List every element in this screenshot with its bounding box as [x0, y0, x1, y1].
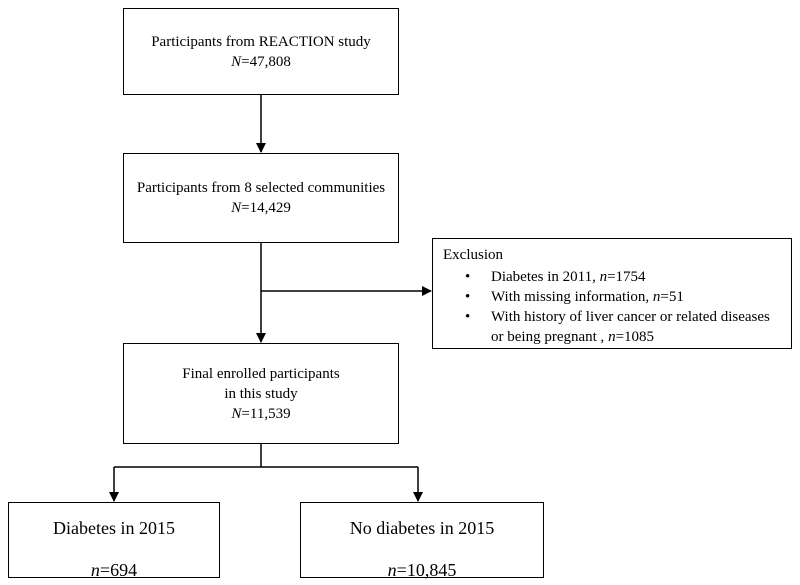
exclusion-item-text: With missing information,	[491, 289, 653, 305]
exclusion-item-n-value: =1085	[615, 329, 655, 345]
exclusion-item-text: With history of liver cancer or related …	[491, 309, 770, 345]
exclusion-item-n-symbol: n	[599, 269, 608, 285]
exclusion-box: Exclusion •Diabetes in 2011, n=1754 •Wit…	[432, 238, 792, 349]
exclusion-item-n-symbol: n	[652, 289, 661, 305]
exclusion-item-n-value: =1754	[607, 269, 646, 285]
reaction-study-count: N=47,808	[231, 52, 291, 72]
exclusion-item-text: Diabetes in 2011,	[491, 269, 600, 285]
exclusion-list: •Diabetes in 2011, n=1754 •With missing …	[443, 267, 783, 347]
final-n-symbol: N	[231, 405, 242, 422]
bullet-icon: •	[465, 289, 471, 305]
communities-n-symbol: N	[231, 200, 242, 216]
no-diabetes-count: n=10,845	[388, 559, 457, 581]
final-title-line2: in this study	[224, 385, 298, 402]
communities-count: N=14,429	[231, 198, 291, 218]
communities-title: Participants from 8 selected communities	[136, 180, 386, 196]
exclusion-title: Exclusion	[443, 247, 503, 263]
diabetes-n-value: =694	[99, 560, 138, 580]
diabetes-count: n=694	[91, 559, 137, 581]
bullet-icon: •	[465, 309, 471, 325]
no-diabetes-title: No diabetes in 2015	[349, 518, 495, 538]
bullet-icon: •	[465, 269, 471, 285]
reaction-n-symbol: N	[231, 53, 242, 70]
final-n-value: =11,539	[241, 405, 291, 422]
diabetes-n-symbol: n	[90, 560, 100, 580]
exclusion-item-n-value: =51	[660, 289, 684, 305]
exclusion-item: • Diabetes in 2011, n=1754	[465, 267, 783, 287]
selected-communities-box: Participants from 8 selected communities…	[123, 153, 399, 243]
communities-n-value: =14,429	[241, 200, 291, 216]
final-enrolled-box: Final enrolled participants in this stud…	[123, 343, 399, 444]
final-count: N=11,539	[231, 404, 290, 424]
reaction-n-value: =47,808	[241, 53, 291, 70]
no-diabetes-n-symbol: n	[387, 560, 397, 580]
diabetes-2015-box: Diabetes in 2015 n=694	[8, 502, 220, 581]
diabetes-title: Diabetes in 2015	[53, 518, 175, 538]
no-diabetes-n-value: =10,845	[396, 560, 457, 580]
exclusion-item-n-symbol: n	[608, 329, 616, 345]
reaction-study-box: Participants from REACTION study N=47,80…	[123, 8, 399, 95]
no-diabetes-2015-box: No diabetes in 2015 n=10,845	[300, 502, 544, 581]
final-title-line1: Final enrolled participants	[182, 365, 340, 382]
reaction-study-title: Participants from REACTION study	[151, 33, 371, 50]
exclusion-item: • With missing information, n=51	[465, 287, 783, 307]
exclusion-item: • With history of liver cancer or related…	[465, 307, 783, 347]
